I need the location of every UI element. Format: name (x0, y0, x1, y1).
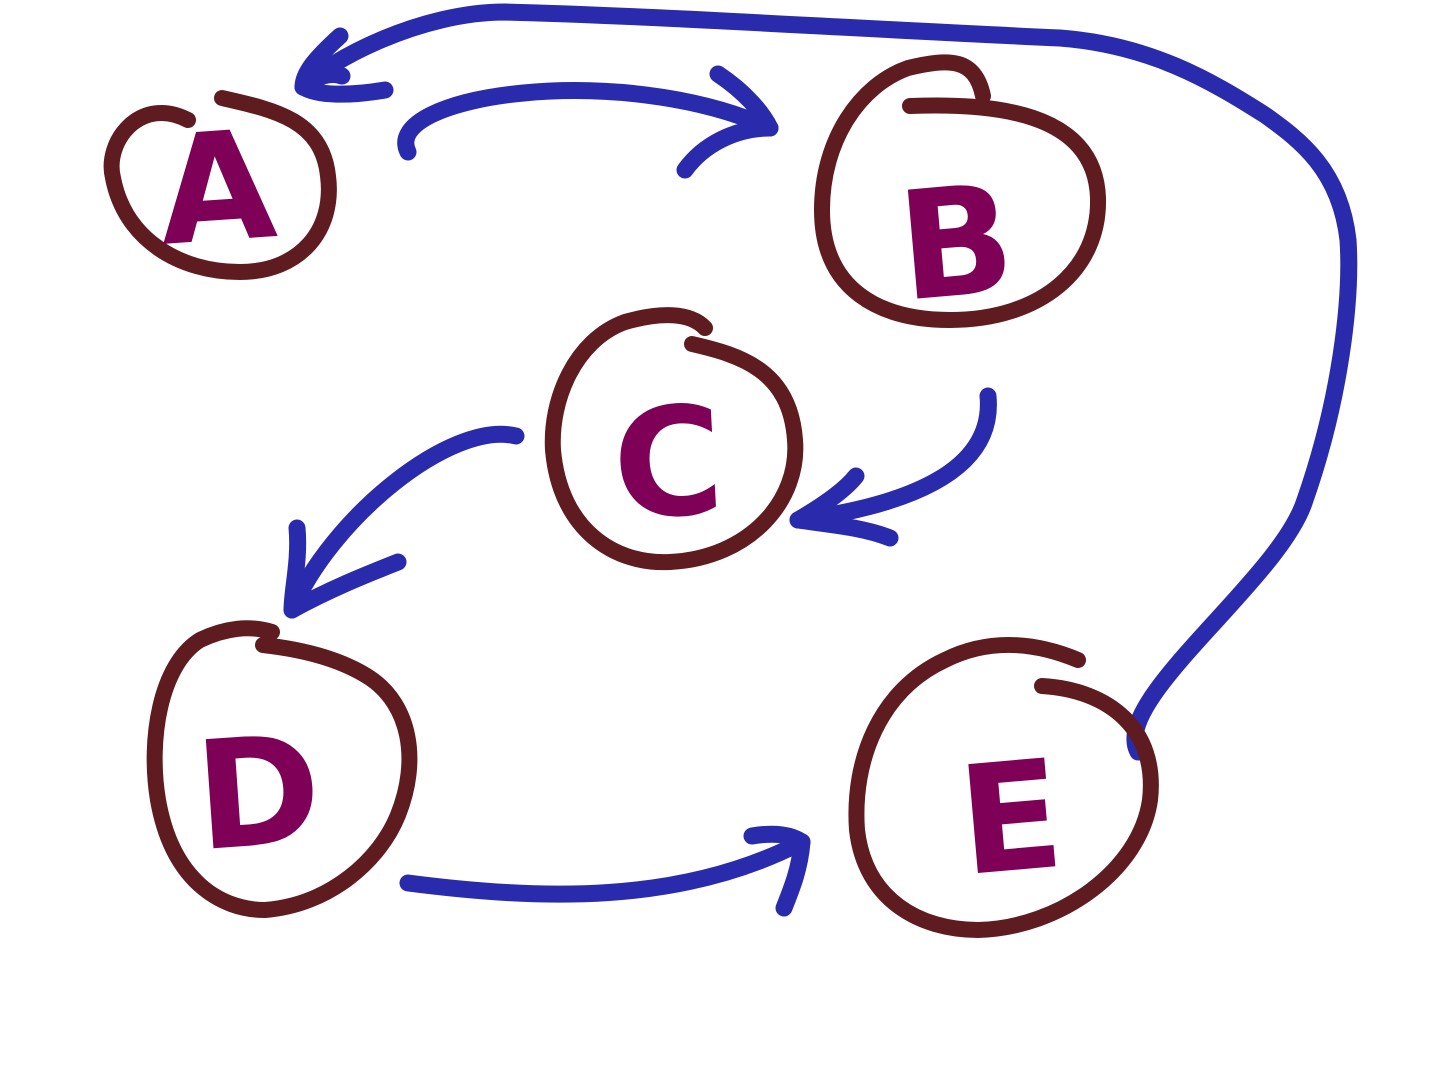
edge-c-to-d (283, 425, 525, 619)
node-d-circle (146, 620, 418, 918)
edge-b-to-c (789, 387, 997, 547)
node-a-label: A (153, 98, 281, 280)
edge-c-to-d-line (283, 425, 525, 619)
node-b-label: B (892, 152, 1021, 335)
edge-d-to-e-arrowhead (743, 825, 811, 917)
edge-a-to-b-line (397, 82, 779, 161)
edge-e-to-a (294, 3, 1358, 761)
node-b-circle (814, 54, 1107, 328)
node-b: B (814, 54, 1107, 336)
node-c-circle (544, 307, 804, 571)
node-d-label: D (190, 703, 326, 885)
edge-d-to-e (399, 825, 811, 917)
node-a-circle (103, 90, 337, 280)
edge-b-to-c-line (789, 387, 997, 529)
node-e: E (848, 637, 1159, 938)
edge-c-to-d-arrowhead (283, 519, 407, 619)
node-c: C (544, 307, 804, 571)
edge-e-to-a-line (294, 3, 1358, 761)
edge-b-to-c-arrowhead (789, 467, 899, 547)
node-a: A (103, 90, 337, 280)
node-d: D (146, 620, 418, 918)
edges (283, 3, 1358, 917)
node-e-circle (848, 637, 1159, 938)
edge-a-to-b-arrowhead (676, 65, 779, 179)
node-e-label: E (952, 728, 1069, 910)
edge-a-to-b (397, 65, 779, 179)
nodes: A B C D E (103, 54, 1159, 938)
node-c-label: C (609, 374, 728, 554)
edge-d-to-e-line (399, 833, 811, 903)
